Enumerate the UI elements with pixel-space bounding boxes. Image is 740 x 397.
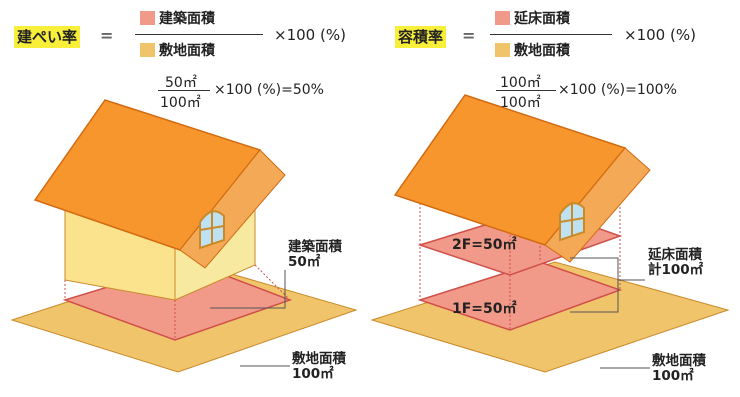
fraction-bar (490, 34, 612, 35)
site-area-annotation: 敷地面積 100㎡ (292, 351, 346, 382)
tan-swatch (495, 43, 510, 57)
floor2-area-label: 2F=50㎡ (452, 237, 517, 253)
right-floor1-slab (417, 261, 623, 331)
equals-sign: = (462, 26, 476, 45)
example-fraction-bar (496, 90, 556, 91)
multiplier: ×100 (%) (274, 26, 346, 44)
denominator-site-area: 敷地面積 (495, 40, 570, 60)
example-result: ×100 (%)=100% (558, 82, 677, 98)
equals-sign: = (100, 26, 114, 45)
example-numerator: 100㎡ (500, 75, 541, 91)
building-area-annotation: 建築面積 50㎡ (288, 239, 342, 270)
denominator-site-area: 敷地面積 (140, 40, 215, 60)
example-fraction-bar (158, 90, 210, 91)
tan-swatch (140, 43, 155, 57)
salmon-swatch (495, 11, 510, 25)
site-area-annotation: 敷地面積 100㎡ (652, 353, 706, 384)
numerator-building-area: 建築面積 (140, 8, 215, 28)
salmon-swatch (140, 11, 155, 25)
floor1-area-label: 1F=50㎡ (452, 301, 517, 317)
example-result: ×100 (%)=50% (214, 82, 324, 98)
example-denominator: 100㎡ (500, 95, 541, 111)
coverage-ratio-label: 建ぺい率 (14, 26, 81, 48)
total-floor-area-annotation: 延床面積 計100㎡ (648, 247, 704, 278)
numerator-total-floor-area: 延床面積 (495, 8, 570, 28)
floor-area-ratio-label: 容積率 (395, 26, 447, 48)
left-house-window-icon (199, 210, 225, 250)
example-denominator: 100㎡ (160, 95, 201, 111)
example-numerator: 50㎡ (165, 75, 197, 91)
fraction-bar (135, 34, 263, 35)
multiplier: ×100 (%) (624, 26, 696, 44)
right-house-window-icon (559, 202, 585, 242)
